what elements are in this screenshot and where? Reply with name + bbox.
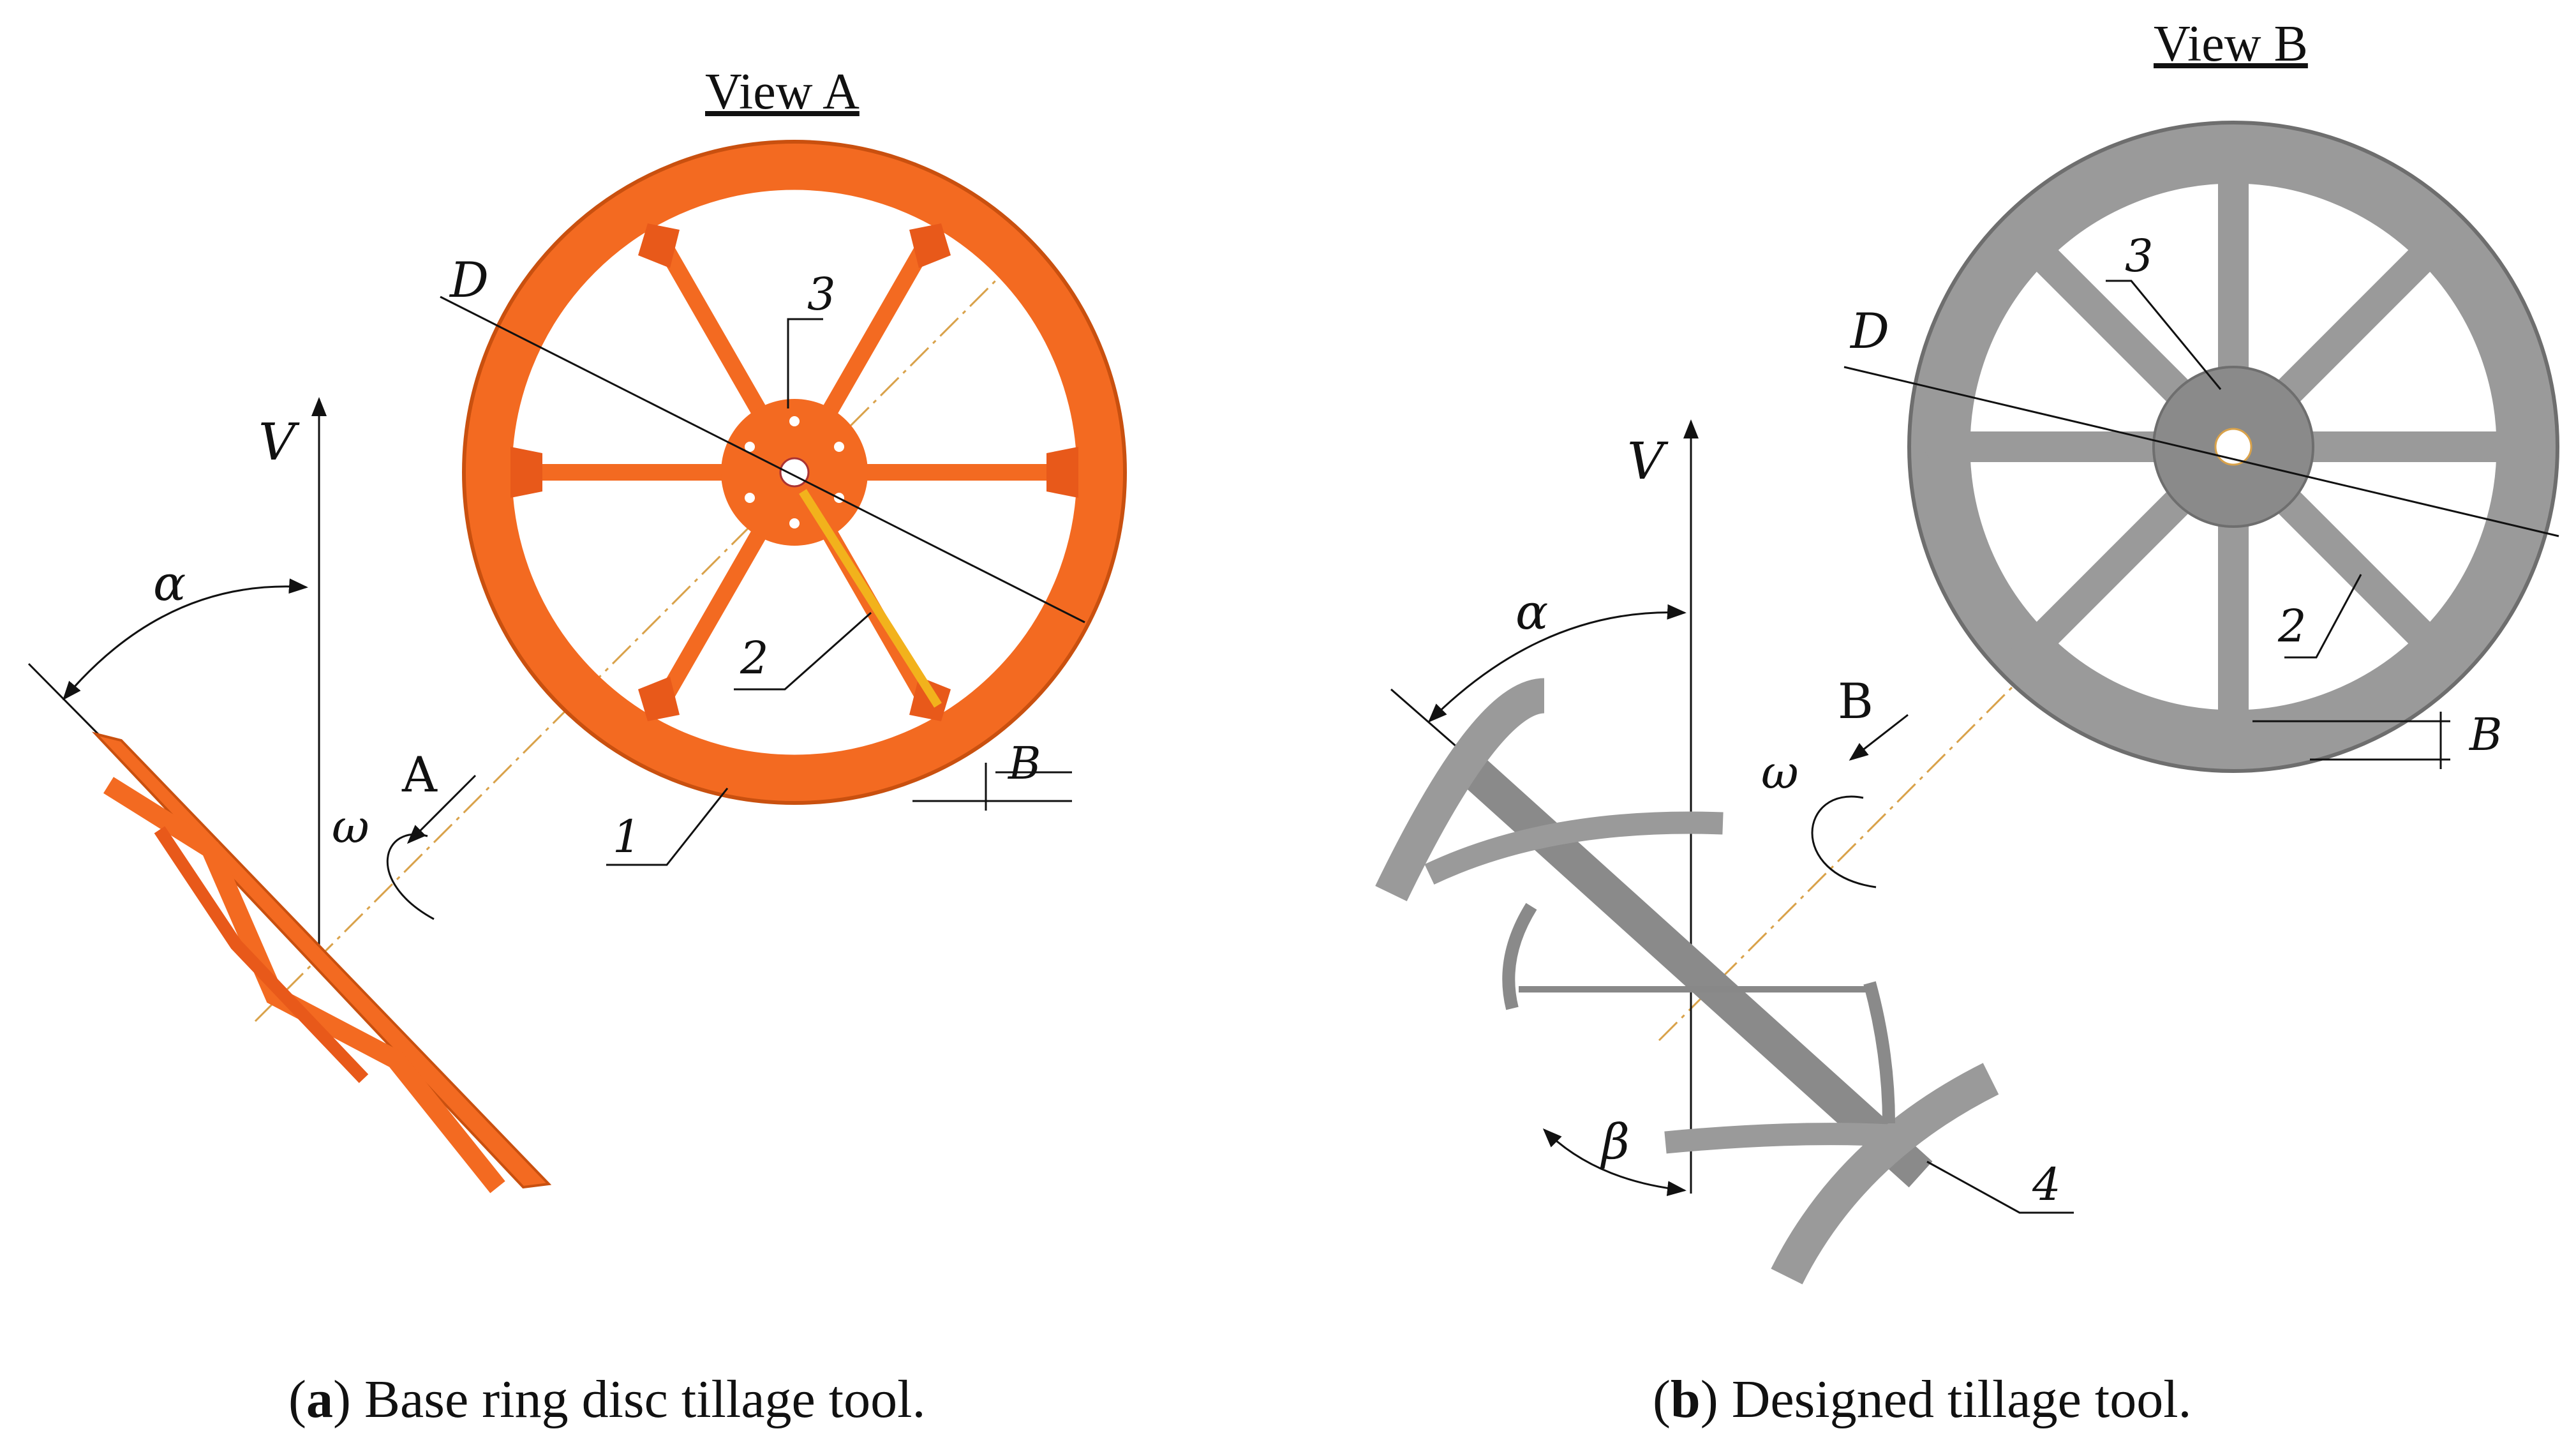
leader-3-a <box>787 318 823 408</box>
hub-bolts-a <box>745 416 844 528</box>
view-b-title: View B <box>2154 16 2308 72</box>
leader-2-b <box>2284 574 2362 659</box>
label-alpha-b: α <box>1515 583 1548 640</box>
omega-arc-b <box>1811 795 1877 888</box>
diameter-line-b <box>1843 366 2559 537</box>
blade-1-b <box>1375 678 1546 901</box>
view-a-title: View A <box>705 64 860 120</box>
caption-a: (a) Base ring disc tillage tool. <box>288 1370 925 1429</box>
b-arrow <box>1849 714 1909 761</box>
blade-3-b <box>1502 902 1537 1010</box>
label-B-dim-b: B <box>2468 708 2502 761</box>
label-alpha-a: α <box>153 555 186 611</box>
ring-edge-a <box>462 140 1127 805</box>
label-3-b: 3 <box>2125 230 2154 282</box>
ring-disc-b <box>1907 121 2559 773</box>
caption-b-letter: b <box>1671 1370 1701 1429</box>
spoke-brackets-a <box>510 223 1078 721</box>
blade-2-b <box>1424 811 1724 885</box>
label-V-b: V <box>1627 431 1669 491</box>
caption-a-text: Base ring disc tillage tool. <box>351 1370 926 1429</box>
leader-2-a <box>734 611 872 691</box>
hub-hole-a <box>779 457 810 488</box>
label-D-a: D <box>449 251 489 308</box>
axis-line-a <box>254 241 1035 1022</box>
label-3-a: 3 <box>807 268 836 320</box>
alpha-arc-b <box>1427 604 1686 723</box>
diameter-line-a <box>440 296 1085 624</box>
blade-4-b <box>1771 1063 1999 1285</box>
blade-6-b <box>1863 981 1895 1124</box>
label-A-a: A <box>401 746 438 803</box>
panel-a: View A <box>27 64 1127 1194</box>
caption-b: (b) Designed tillage tool. <box>1653 1370 2192 1429</box>
label-4-b: 4 <box>2032 1158 2061 1211</box>
a-arrow <box>406 774 477 844</box>
leader-1-a <box>606 788 729 866</box>
label-omega-b: ω <box>1761 745 1799 799</box>
caption-a-letter: a <box>306 1370 333 1429</box>
alpha-arc-a <box>63 578 308 701</box>
label-omega-a: ω <box>332 800 369 853</box>
highlight-spoke-a <box>799 489 942 708</box>
panel-b: View B D 3 2 <box>1375 16 2559 1285</box>
label-2-b: 2 <box>2277 600 2307 652</box>
label-B-a: B <box>1007 737 1041 790</box>
leader-3-b <box>2106 280 2222 390</box>
omega-arc-a <box>387 833 435 920</box>
beta-arc-b <box>1542 1128 1686 1197</box>
blade-5-b <box>1664 1123 1903 1154</box>
outer-ring-a <box>464 142 1125 803</box>
label-beta-b: β <box>1600 1113 1630 1170</box>
label-V-a: V <box>258 412 300 472</box>
side-view-ring-a <box>91 731 552 1194</box>
caption-b-text: Designed tillage tool. <box>1718 1370 2192 1429</box>
leader-4-b <box>1926 1160 2074 1214</box>
label-2-a: 2 <box>740 632 769 684</box>
side-view-tool-b <box>1375 678 1999 1285</box>
ring-disc-a <box>462 140 1127 805</box>
label-B-arrow-b: B <box>1838 673 1873 730</box>
label-1-a: 1 <box>613 811 641 863</box>
label-D-b: D <box>1849 303 1889 359</box>
ring-edge-b <box>1907 121 2559 773</box>
hub-hole-b <box>2214 428 2252 466</box>
